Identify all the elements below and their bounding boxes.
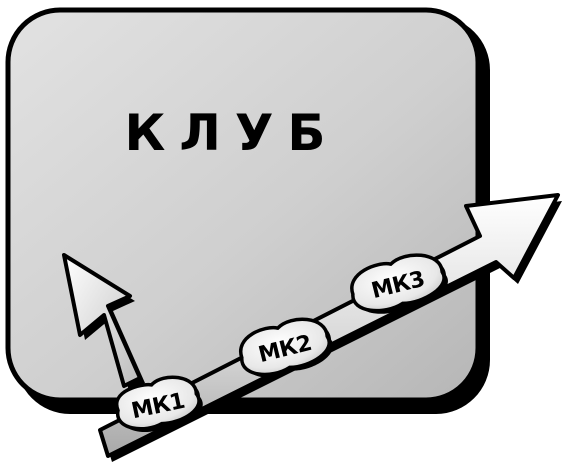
stage-bubble-shape: [115, 375, 201, 431]
stage-bubble-mk3: МК3: [350, 253, 448, 314]
stage-bubble-shape: [350, 253, 446, 313]
club-title: КЛУБ: [124, 104, 339, 162]
stage-bubble-shape: [238, 317, 331, 377]
stage-bubble-mk1: МК1: [115, 375, 203, 433]
stage-bubble-mk2: МК2: [238, 317, 334, 378]
up-arrow-icon: [62, 253, 145, 391]
